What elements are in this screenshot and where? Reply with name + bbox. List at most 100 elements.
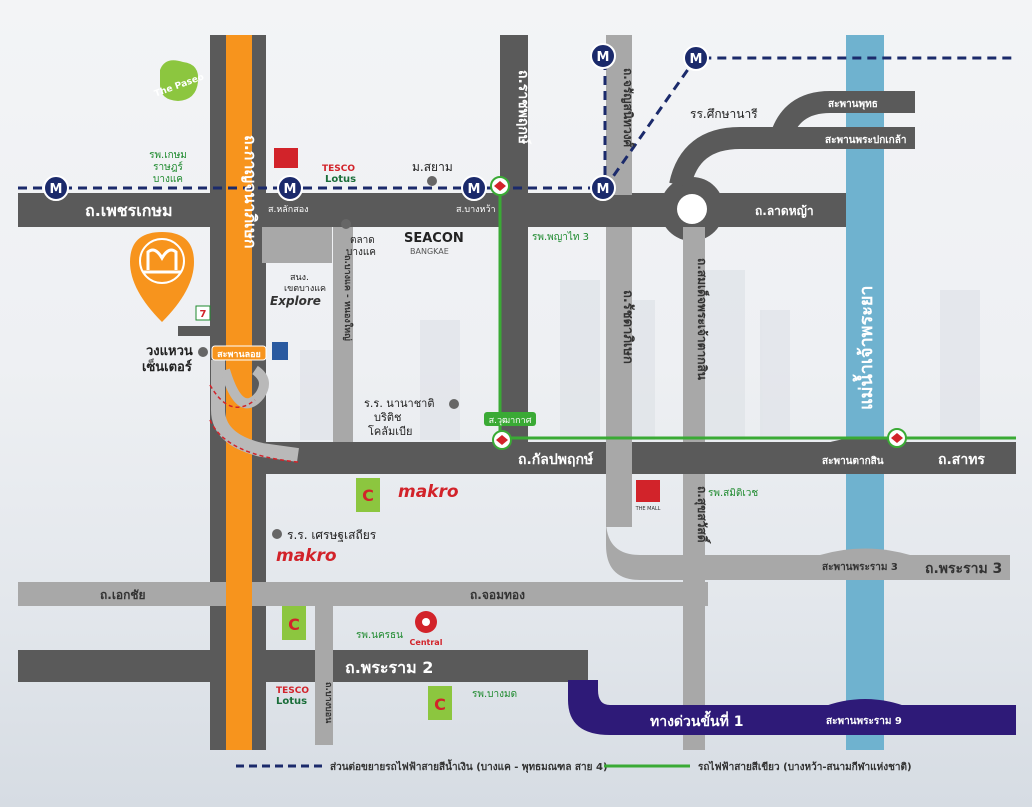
metro-stations: M M M M M M xyxy=(43,43,709,201)
label-kanchanaphisek: ถ.กาญจนาภิเษก xyxy=(240,135,260,249)
skyline-backdrop xyxy=(300,270,980,440)
label-rama3: ถ.พระราม 3 xyxy=(925,561,1002,577)
metro-station-icon: M xyxy=(461,175,487,201)
overpass-dash-2 xyxy=(209,384,256,408)
logo-the-mall-2: THE MALL xyxy=(635,480,661,512)
poi-hospital-bangmod: รพ.บางมด xyxy=(472,689,517,700)
road-ratchaphruek xyxy=(500,35,528,455)
poi-siam-university: ม.สยาม xyxy=(412,160,453,174)
metro-station-icon: M xyxy=(43,175,69,201)
bts-green-line xyxy=(498,190,1016,440)
poi-hospital-samitivej: รพ.สมิติเวช xyxy=(708,488,758,499)
bts-station-icon xyxy=(887,428,907,448)
logo-makro-1: makro xyxy=(398,482,459,502)
label-bangbon: ถ.บางบอน xyxy=(323,682,333,724)
bridge-rama3-deck xyxy=(820,548,910,580)
poi-wong-waen-2: เซ็นเตอร์ xyxy=(142,357,192,375)
poi-seacon: SEACON xyxy=(404,231,464,246)
overpass-dash xyxy=(209,419,299,463)
road-ratchadaphisek xyxy=(606,227,632,527)
svg-text:7: 7 xyxy=(200,309,207,320)
label-ratchaphruek: ถ.ราชพฤกษ์ xyxy=(515,70,532,144)
poi-british-school-1: ร.ร. นานาชาติ xyxy=(364,397,435,410)
poi-hospital-phyathai3: รพ.พญาไท 3 xyxy=(532,231,589,243)
svg-text:C: C xyxy=(434,695,446,714)
svg-text:M: M xyxy=(50,182,63,197)
poi-satrinari: รร.ศึกษานารี xyxy=(690,107,758,121)
svg-text:M: M xyxy=(597,182,610,197)
road-pokklao-bridge xyxy=(669,127,915,188)
svg-text:makro: makro xyxy=(276,546,337,566)
label-station-lak-song: ส.หลักสอง xyxy=(268,205,309,215)
wutthakat-badge xyxy=(484,412,536,426)
pin-access-road xyxy=(178,326,212,336)
overpass-loop-inner xyxy=(220,365,269,409)
svg-text:THE MALL: THE MALL xyxy=(635,506,661,512)
logo-tesco-lotus-2: TESCO Lotus xyxy=(276,686,309,707)
label-ratchadaphisek: ถ.รัชดาภิเษก xyxy=(620,290,635,364)
label-lat-ya: ถ.ลาดหญ้า xyxy=(755,204,814,218)
svg-text:TESCO: TESCO xyxy=(322,164,355,174)
svg-text:บางแค: บางแค xyxy=(153,174,183,185)
loi-bridge-badge xyxy=(211,345,267,361)
logo-bigc-3: C xyxy=(428,686,452,720)
road-expressway xyxy=(568,680,1016,735)
logo-bigc-1: C xyxy=(356,478,380,512)
poi-talat-bangkhae-1: ตลาด xyxy=(350,235,375,246)
svg-text:Central: Central xyxy=(410,638,443,647)
poi-hospital-kasemrad: รพ.เกษม ราษฎร์ บางแค xyxy=(149,150,187,185)
secondary-roads xyxy=(18,35,1010,750)
label-station-bang-wa: ส.บางหว้า xyxy=(456,204,496,215)
svg-text:makro: makro xyxy=(398,482,459,502)
label-pokklao-bridge: สะพานพระปกเกล้า xyxy=(825,134,906,146)
legend-green-line-label: รถไฟฟ้าสายสีเขียว (บางหว้า-สนามกีฬาแห่งช… xyxy=(698,760,912,773)
label-kanlapaphruek: ถ.กัลปพฤกษ์ xyxy=(518,451,593,468)
label-rama3-bridge: สะพานพระราม 3 xyxy=(822,562,898,573)
road-bangkhae-side xyxy=(262,227,332,263)
road-ratchada-curve xyxy=(606,520,846,580)
metro-station-icon: M xyxy=(683,45,709,71)
poi-dot-icon xyxy=(427,176,437,186)
project-location-pin-icon xyxy=(130,232,194,322)
legend: ส่วนต่อขยายรถไฟฟ้าสายสีน้ำเงิน (บางแค - … xyxy=(236,759,912,773)
svg-text:M: M xyxy=(597,50,610,65)
poi-dot-icon xyxy=(272,529,282,539)
poi-british-school-2: บริติช xyxy=(374,411,402,424)
label-ekkachai: ถ.เอกชัย xyxy=(100,588,146,602)
road-suksawat xyxy=(683,474,705,750)
svg-text:TESCO: TESCO xyxy=(276,686,309,696)
poi-wong-waen-1: วงแหวน xyxy=(146,344,193,359)
svg-text:ราษฎร์: ราษฎร์ xyxy=(153,161,183,173)
legend-blue-line-label: ส่วนต่อขยายรถไฟฟ้าสายสีน้ำเงิน (บางแค - … xyxy=(330,759,608,773)
svg-text:รพ.เกษม: รพ.เกษม xyxy=(149,150,187,161)
road-lat-ya xyxy=(700,193,846,227)
label-charansanitwong: ถ.จรัญสนิทวงศ์ xyxy=(621,68,635,148)
roundabout-center xyxy=(677,194,707,224)
label-sathon: ถ.สาทร xyxy=(938,452,985,468)
logo-tesco-lotus-1: TESCO Lotus xyxy=(322,164,356,185)
label-rama2: ถ.พระราม 2 xyxy=(345,658,433,677)
poi-talat-bangkhae-2: บางแค xyxy=(346,247,376,258)
poi-dot-icon xyxy=(198,347,208,357)
poi-dot-icon xyxy=(449,399,459,409)
poi-dot-icon xyxy=(341,219,351,229)
bts-station-icon xyxy=(490,176,510,196)
overpass-loop xyxy=(211,360,299,462)
logo-the-mall-1 xyxy=(274,148,298,168)
poi-explorer: Explore xyxy=(270,294,321,308)
poi-hospital-nakhon: รพ.นครธน xyxy=(356,630,403,641)
label-chomthong: ถ.จอมทอง xyxy=(470,588,525,602)
road-bangbon xyxy=(315,600,333,745)
label-bangkhae-nongkhaem: ถ.บางแค - หนองใหญ่ xyxy=(342,255,354,341)
bridge-taksin-deck xyxy=(820,437,910,474)
label-phetkasem: ถ.เพชรเกษม xyxy=(85,201,172,220)
label-rama9-bridge: สะพานพระราม 9 xyxy=(826,716,902,727)
label-phra-phuttha-bridge: สะพานพุทธ xyxy=(828,99,878,110)
logo-paseo: The Paseo xyxy=(153,60,205,101)
poi-sethsathian: ร.ร. เศรษฐเสถียร xyxy=(287,528,377,542)
logo-bigc-2: C xyxy=(282,606,306,640)
metro-station-icon: M xyxy=(590,43,616,69)
road-ekkachai-chomthong xyxy=(18,582,708,606)
metro-station-icon: M xyxy=(590,175,616,201)
label-river: แม่น้ำเจ้าพระยา xyxy=(852,285,877,410)
